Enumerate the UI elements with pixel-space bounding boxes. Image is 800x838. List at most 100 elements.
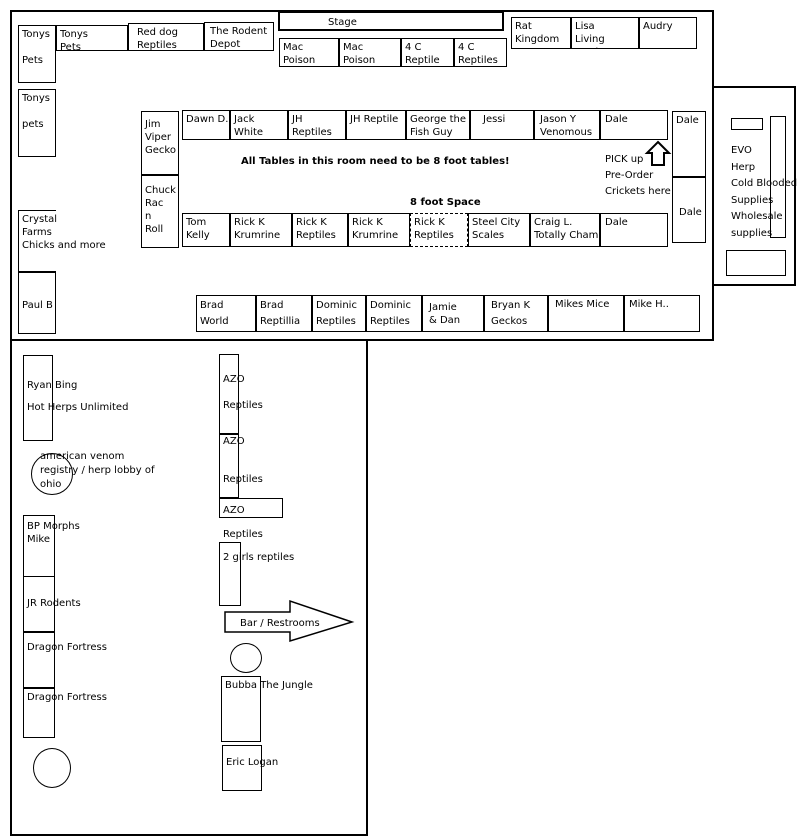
row-c-jamie-dan: Jamie & Dan	[422, 295, 484, 332]
row-a-george-fish-guy: George the Fish Guy	[406, 110, 470, 140]
table-dale-right-1: Dale	[672, 111, 706, 177]
top-table-4c-reptile: 4 C Reptile	[401, 38, 454, 67]
table-label: Ryan Bing Hot Herps Unlimited	[27, 380, 129, 413]
wall-table-label: Tonys Pets	[22, 29, 50, 66]
row-b-dale: Dale	[600, 213, 668, 247]
evo-tall-table	[770, 116, 786, 238]
row-b-label: Dale	[605, 217, 628, 228]
row-a-label: Jason Y Venomous	[540, 114, 593, 138]
row-b-label: Rick K Reptiles	[414, 217, 454, 241]
table-label: Dale	[676, 115, 699, 126]
row-b-rick-k-krumrine-1: Rick K Krumrine	[230, 213, 292, 247]
row-a-label: JH Reptiles	[292, 114, 332, 138]
row-b-rick-k-reptiles-1: Rick K Reptiles	[292, 213, 348, 247]
bar-restrooms-arrow-icon	[224, 599, 355, 643]
table-label: Dragon Fortress	[27, 642, 107, 653]
table-label: JR Rodents	[27, 598, 81, 609]
top-table-label: Mac Poison	[343, 42, 376, 66]
wall-table-label: Crystal Farms Chicks and more	[22, 214, 106, 251]
top-table-label: Tonys Pets	[60, 29, 88, 51]
row-c-label: Dominic Reptiles	[370, 300, 411, 327]
stage: Stage	[278, 11, 504, 31]
table-jr-rodents: JR Rodents	[23, 576, 81, 632]
table-label: AZO Reptiles	[223, 436, 263, 485]
table-label: Bubba The Jungle	[225, 680, 313, 691]
evo-bottom-table	[726, 250, 786, 276]
wall-table-label: Paul B	[22, 300, 53, 311]
top-table-label: 4 C Reptiles	[458, 42, 498, 66]
top-table-mac-poison-2: Mac Poison	[339, 38, 401, 67]
row-c-label: Brad World Wide	[200, 300, 229, 327]
row-a-dawn-d: Dawn D.	[182, 110, 230, 140]
table-label: Eric Logan	[226, 757, 279, 768]
row-b-craig-l: Craig L. Totally Cham	[530, 213, 600, 247]
table-audry: Audry	[639, 17, 697, 49]
top-table-rodent-depot: The Rodent Depot	[204, 22, 274, 51]
table-label: Jim Viper Gecko	[145, 119, 176, 156]
row-a-jh-reptiles: JH Reptiles	[288, 110, 346, 140]
row-b-steel-city-scales: Steel City Scales	[468, 213, 530, 247]
evo-herp-label: EVO Herp Cold Blooded Supplies Wholesale…	[731, 145, 798, 239]
table-jim-viper-gecko: Jim Viper Gecko	[141, 111, 179, 175]
row-b-tom-kelly: Tom Kelly	[182, 213, 230, 247]
row-b-label: Steel City Scales	[472, 217, 521, 241]
row-c-label: Jamie & Dan	[429, 302, 461, 326]
right-alcove-wall	[712, 86, 796, 286]
table-label: Dale	[679, 207, 702, 218]
table-label: Dragon Fortress	[27, 692, 107, 703]
row-a-label: Dawn D.	[186, 114, 229, 125]
row-a-label: JH Reptile	[350, 114, 399, 125]
table-bubba-the-jungle: Bubba The Jungle	[221, 676, 313, 742]
row-a-label: Jack White	[234, 114, 264, 138]
top-table-mac-poison-1: Mac Poison	[279, 38, 339, 67]
row-a-jh-reptile: JH Reptile	[346, 110, 406, 140]
table-azo-reptiles-1: AZO Reptiles	[219, 354, 263, 434]
wall-table-label: Tonys pets	[22, 93, 50, 130]
row-b-rick-k-krumrine-2: Rick K Krumrine	[348, 213, 410, 247]
stage-label: Stage	[328, 17, 357, 28]
wall-table-tonys-pets-2: Tonys pets	[18, 89, 56, 157]
wall-table-tonys-pets-1: Tonys Pets	[18, 25, 56, 83]
row-a-dale: Dale	[600, 110, 668, 140]
note-8-foot-space: 8 foot Space	[410, 197, 481, 208]
row-c-label: Mikes Mice	[555, 299, 610, 310]
table-azo-reptiles-2: AZO Reptiles	[219, 434, 263, 498]
table-label: BP Morphs Mike	[27, 521, 80, 545]
row-b-label: Craig L. Totally Cham	[534, 217, 599, 241]
table-label: Audry	[643, 21, 673, 32]
row-b-label: Rick K Krumrine	[352, 217, 399, 241]
table-label: Lisa Living Earth/ Rasp	[575, 21, 605, 48]
table-label: Rat Kingdom	[515, 21, 560, 45]
row-c-dominic-reptiles-1: Dominic Reptiles	[312, 295, 366, 332]
top-table-red-dog: Red dog Reptiles	[128, 23, 204, 51]
bar-restrooms-label: Bar / Restrooms	[240, 618, 320, 629]
evo-small-table	[731, 118, 763, 130]
booth-circle-bottom	[33, 748, 71, 788]
booth-circle-center	[230, 643, 262, 673]
wall-table-paul-b: Paul B	[18, 272, 56, 334]
wall-table-crystal-farms: Crystal Farms Chicks and more	[18, 210, 106, 272]
table-azo-reptiles-3: AZO Reptiles	[219, 498, 283, 540]
row-a-label: Jessi	[483, 114, 506, 125]
row-b-label: Rick K Krumrine	[234, 217, 281, 241]
table-dragon-fortress-2: Dragon Fortress	[23, 688, 107, 738]
table-label: AZO Reptiles	[223, 374, 263, 411]
table-lisa-living: Lisa Living Earth/ Rasp	[571, 17, 639, 49]
row-c-brad-world-wide: Brad World Wide	[196, 295, 256, 332]
lower-room-wall	[10, 339, 368, 836]
row-c-brad-reptillia: Brad Reptillia	[256, 295, 312, 332]
row-c-label: Brad Reptillia	[260, 300, 301, 327]
row-b-label: Tom Kelly	[186, 217, 210, 241]
table-label: Chuck Rac n Roll	[145, 185, 176, 235]
top-table-4c-reptiles: 4 C Reptiles	[454, 38, 507, 67]
row-b-rick-k-reptiles-2: Rick K Reptiles	[410, 213, 468, 247]
table-chuck-rac-n-roll: Chuck Rac n Roll	[141, 175, 179, 248]
note-tables: All Tables in this room need to be 8 foo…	[241, 156, 510, 167]
row-a-label: Dale	[605, 114, 628, 125]
booth-american-venom-circle	[31, 453, 73, 495]
table-label: 2 girls reptiles	[223, 552, 295, 563]
row-a-label: George the Fish Guy	[410, 114, 467, 138]
top-table-label: Mac Poison	[283, 42, 316, 66]
row-c-mikes-mice: Mikes Mice	[548, 295, 624, 332]
row-a-jack-white: Jack White	[230, 110, 288, 140]
